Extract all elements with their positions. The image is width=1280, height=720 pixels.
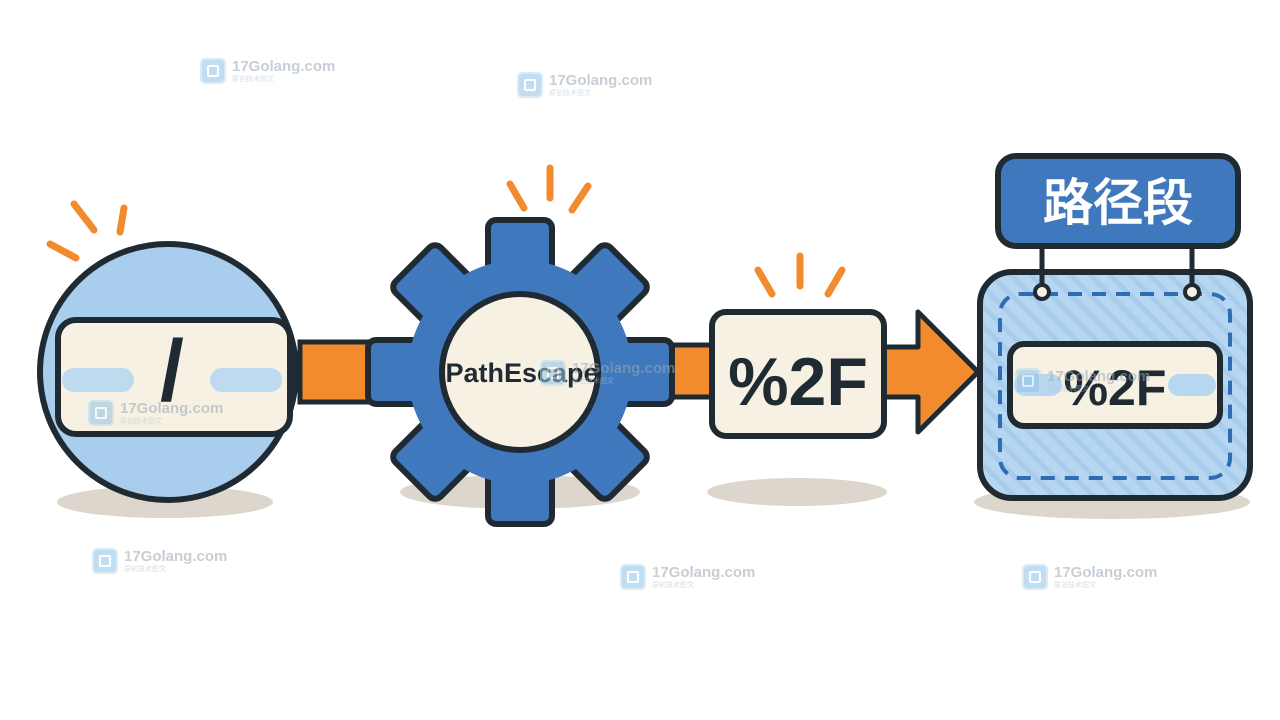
process-burst-marks (506, 164, 592, 214)
target-pill-right-overlay (1168, 374, 1216, 396)
sign-hook-left (1033, 283, 1051, 301)
output-code: %2F (728, 344, 868, 420)
input-pill-left-overlay (62, 368, 134, 392)
output-shadow (707, 478, 887, 506)
target-pill-left-overlay (1014, 374, 1062, 396)
gear-icon (365, 217, 675, 527)
input-burst-marks (46, 200, 128, 262)
target-dashed-border (998, 292, 1232, 480)
arrow-output-target (875, 309, 981, 435)
input-char: / (160, 323, 184, 419)
target-field (1007, 341, 1223, 429)
target-title-sign (995, 153, 1241, 249)
input-pill-right-overlay (210, 368, 282, 392)
target-code: %2F (1064, 360, 1167, 416)
input-node: / (37, 200, 299, 503)
output-box (709, 309, 887, 439)
process-node: PathEscape (365, 164, 675, 527)
output-node: %2F (709, 252, 887, 439)
sign-hook-right (1183, 283, 1201, 301)
input-field (55, 317, 293, 437)
process-label: PathEscape (445, 358, 598, 388)
output-burst-marks (754, 252, 846, 298)
target-node: %2F 路径段 (977, 153, 1253, 501)
target-title: 路径段 (1043, 174, 1193, 232)
